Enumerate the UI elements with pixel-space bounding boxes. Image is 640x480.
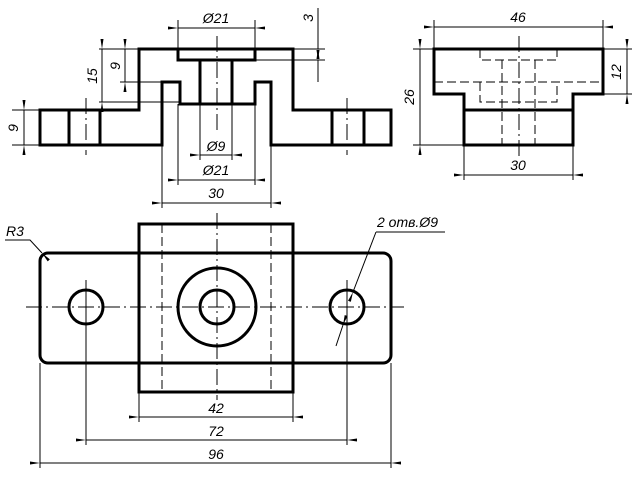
dim-height: 26 (401, 89, 417, 106)
flange-hole-left (67, 108, 102, 147)
dim-base-width: 30 (510, 157, 526, 173)
dim-counterbore-top: Ø21 (202, 10, 229, 26)
flange-outline (38, 251, 393, 365)
note-holes: 2 отв.Ø9 (376, 214, 438, 230)
center-hole (198, 58, 234, 106)
side-view: 46 26 12 30 (401, 9, 632, 180)
section-hatched-body (38, 47, 393, 147)
flange-hole-right (330, 108, 366, 147)
dim-hole-spacing: 72 (208, 423, 224, 439)
dim-flange-thickness: 9 (5, 124, 21, 132)
dim-width: 46 (510, 9, 526, 25)
dim-recess-diameter: Ø21 (202, 162, 229, 178)
dim-flange-height: 12 (608, 64, 624, 80)
dim-radius: R3 (6, 223, 24, 239)
section-view: Ø21 3 15 9 9 Ø9 Ø21 30 (5, 8, 393, 208)
dim-overall-length: 96 (208, 446, 224, 462)
dim-recess-depth: 9 (107, 62, 123, 70)
top-view: R3 2 отв.Ø9 42 72 96 (5, 213, 445, 468)
dim-counterbore-depth: 3 (300, 14, 316, 22)
dim-cavity-width: 30 (208, 185, 224, 201)
boss-outline (137, 222, 295, 394)
dim-boss-height: 15 (84, 68, 100, 84)
dim-boss-width: 42 (208, 400, 224, 416)
dim-hole: Ø9 (206, 138, 226, 154)
